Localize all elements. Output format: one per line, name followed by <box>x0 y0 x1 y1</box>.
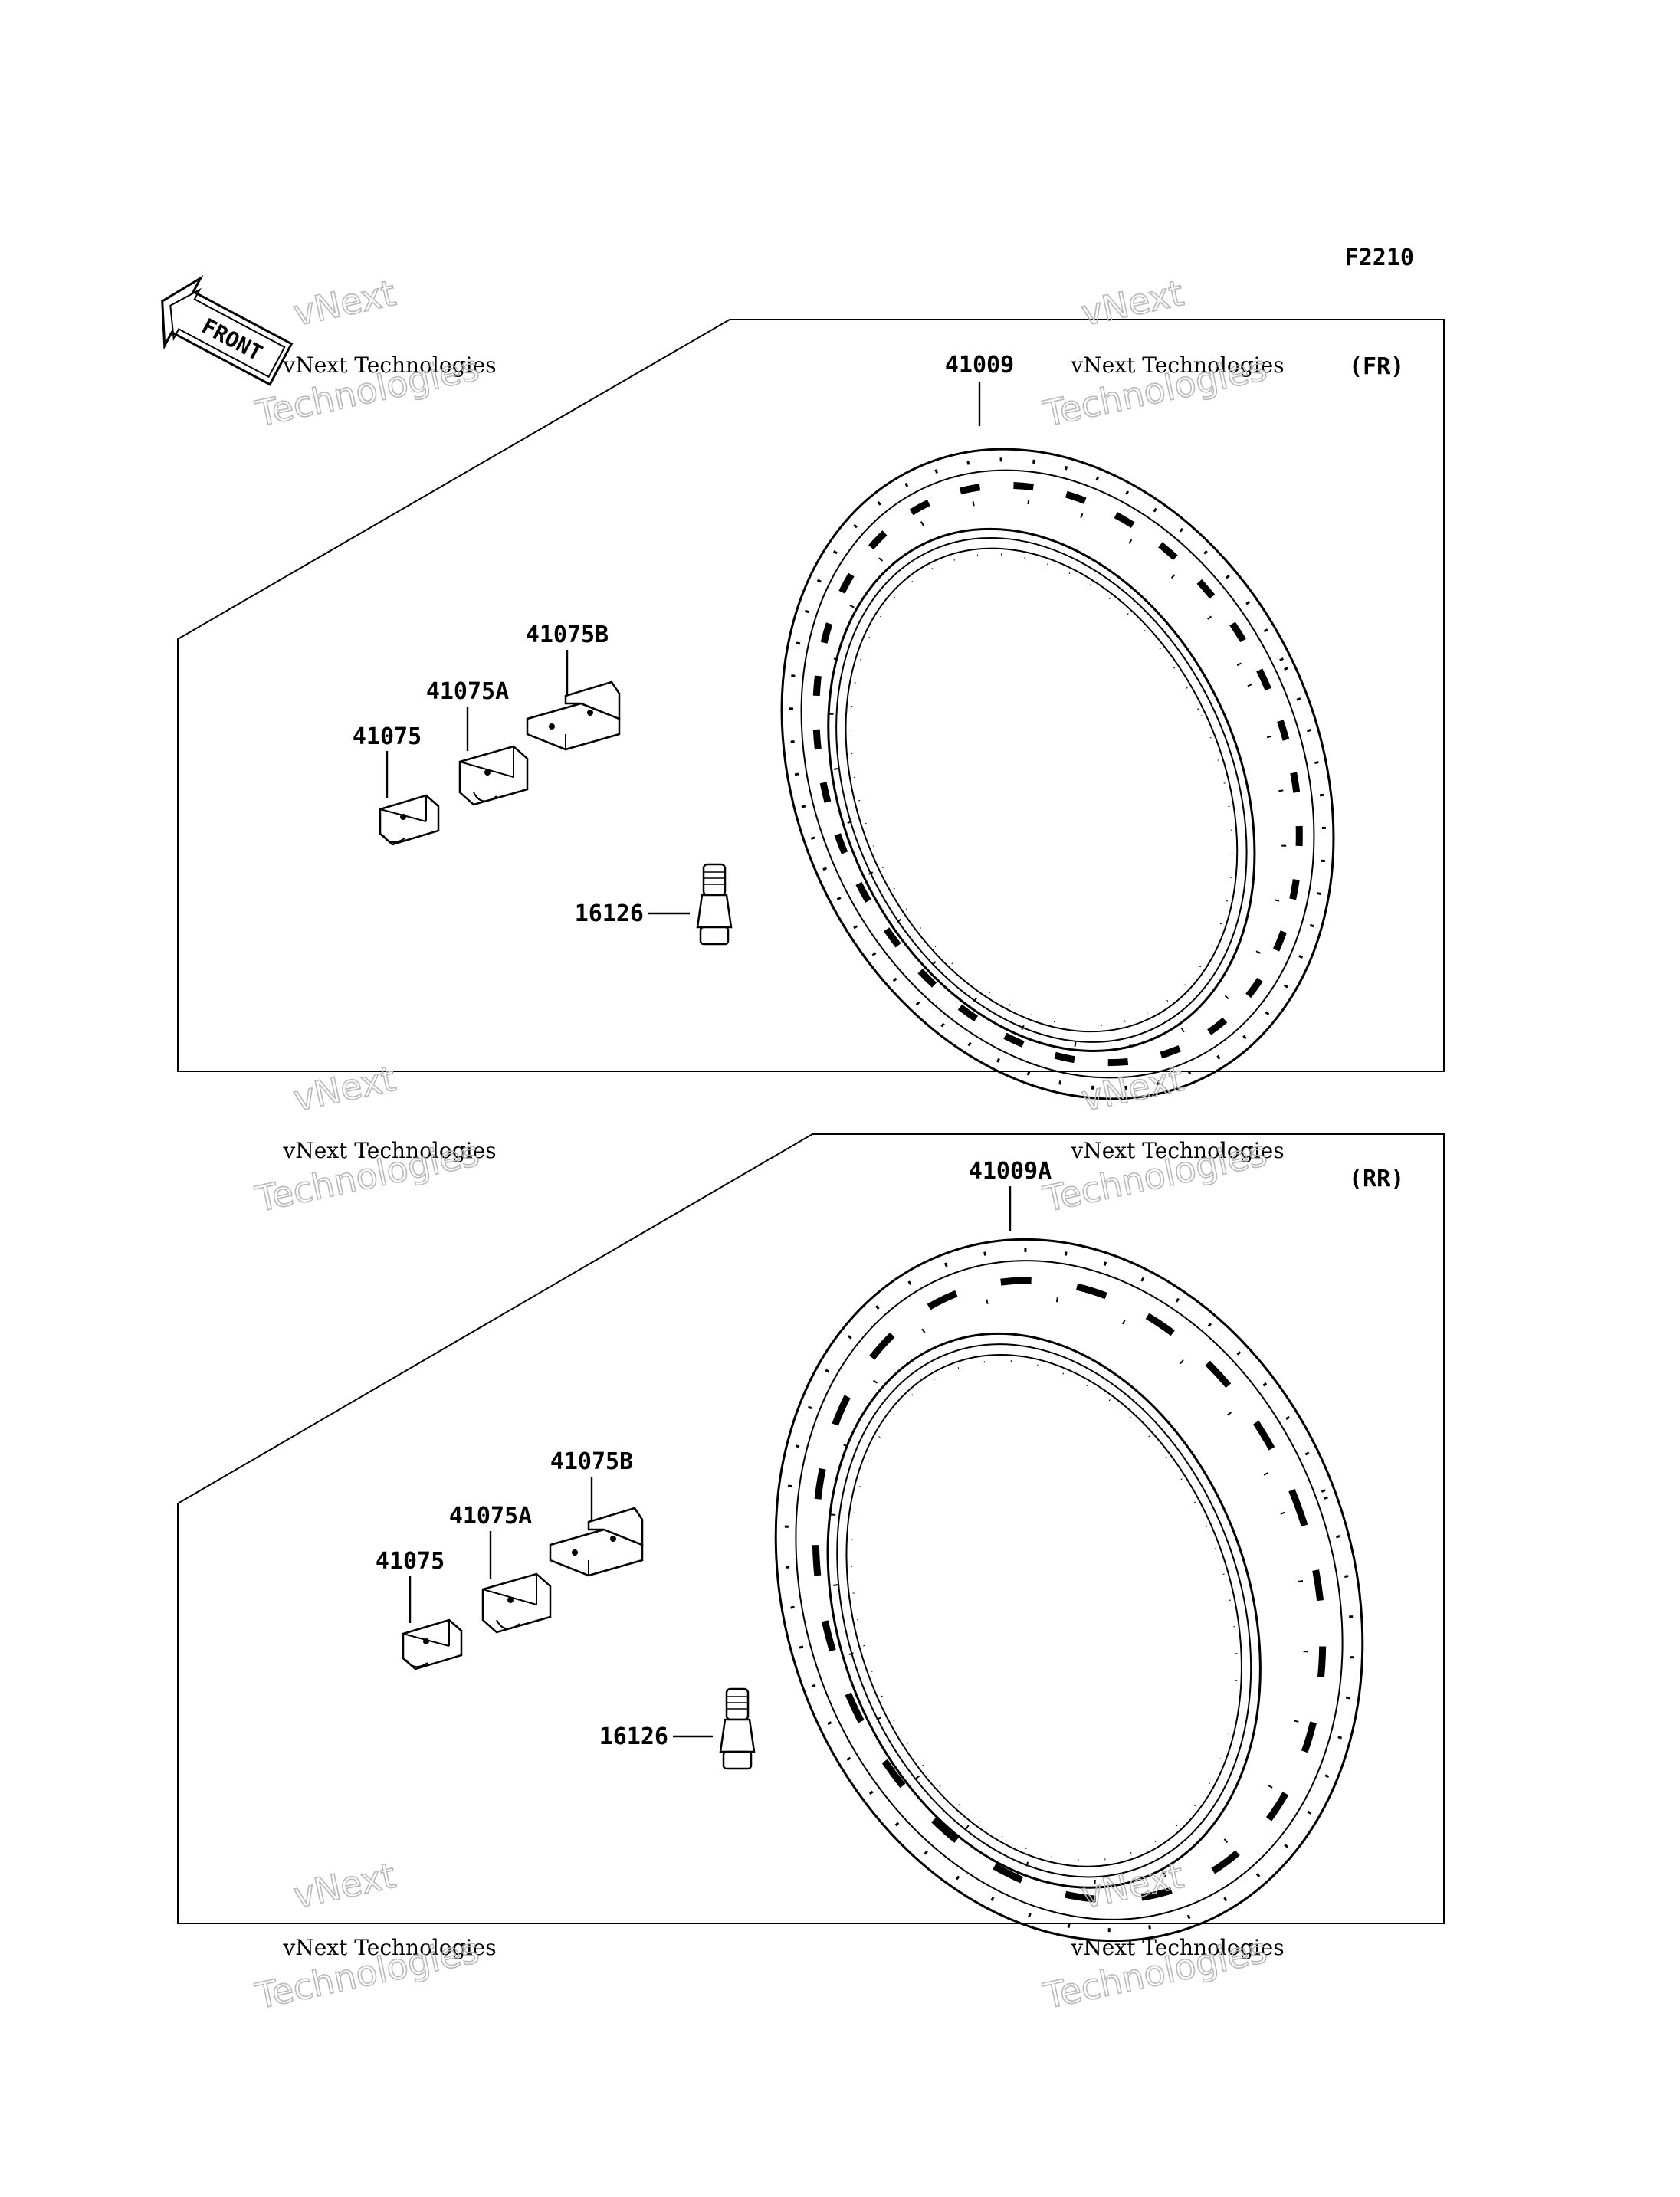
front-section-frame <box>177 319 1445 1072</box>
rear-weight-a-part-number: 41075A <box>449 1503 532 1530</box>
rear-weight-part-number: 41075 <box>376 1548 445 1575</box>
svg-text:vNext Technologies: vNext Technologies <box>1070 353 1284 378</box>
svg-text:vNext Technologies: vNext Technologies <box>282 1138 496 1163</box>
rear-section-frame <box>177 1133 1445 1924</box>
front-weight-b-part-number: 41075B <box>526 621 609 648</box>
front-tire-part-number: 41009 <box>945 352 1014 379</box>
front-arrow-icon: FRONT <box>161 274 294 386</box>
svg-text:vNext: vNext <box>1078 272 1187 334</box>
svg-text:vNext: vNext <box>1078 1058 1187 1120</box>
front-section: (FR) 41009 41075B 41075A <box>177 319 1445 1100</box>
rear-section: (RR) 41009A 41075B 41075A <box>177 1133 1445 1943</box>
svg-text:vNext: vNext <box>290 1854 399 1917</box>
rear-weight-b-part-number: 41075B <box>550 1448 633 1475</box>
svg-text:vNext Technologies: vNext Technologies <box>1070 1935 1284 1960</box>
svg-text:vNext: vNext <box>290 272 399 334</box>
rear-tire <box>774 1238 1364 1943</box>
rear-position-label: (RR) <box>1349 1166 1404 1192</box>
watermark: vNext vNext Technologies Technologies <box>251 1854 497 2018</box>
rear-valve-part-number: 16126 <box>599 1723 668 1750</box>
front-balance-weight <box>379 794 440 846</box>
svg-text:vNext: vNext <box>1078 1854 1187 1917</box>
rear-balance-weight-a <box>481 1572 552 1634</box>
front-weight-a-part-number: 41075A <box>426 678 509 705</box>
rear-balance-weight-b <box>549 1507 644 1577</box>
svg-text:vNext Technologies: vNext Technologies <box>1070 1138 1284 1163</box>
figure-id: F2210 <box>1345 244 1414 271</box>
rear-tire-part-number: 41009A <box>969 1158 1052 1185</box>
front-weight-part-number: 41075 <box>353 723 422 750</box>
svg-text:vNext Technologies: vNext Technologies <box>282 353 496 378</box>
front-tire <box>780 448 1335 1100</box>
front-balance-weight-b <box>526 680 621 751</box>
front-balance-weight-a <box>458 745 529 806</box>
front-valve-part-number: 16126 <box>575 900 644 927</box>
watermark: vNext vNext Technologies Technologies <box>1039 271 1285 435</box>
svg-text:vNext Technologies: vNext Technologies <box>282 1935 496 1960</box>
rear-balance-weight <box>402 1618 463 1671</box>
front-position-label: (FR) <box>1349 353 1404 380</box>
rear-tire-valve <box>719 1687 756 1770</box>
watermark: vNext vNext Technologies Technologies <box>1039 1057 1285 1221</box>
front-tire-valve <box>696 863 733 946</box>
svg-text:vNext: vNext <box>290 1058 399 1120</box>
watermark: vNext vNext Technologies Technologies <box>251 1057 497 1221</box>
